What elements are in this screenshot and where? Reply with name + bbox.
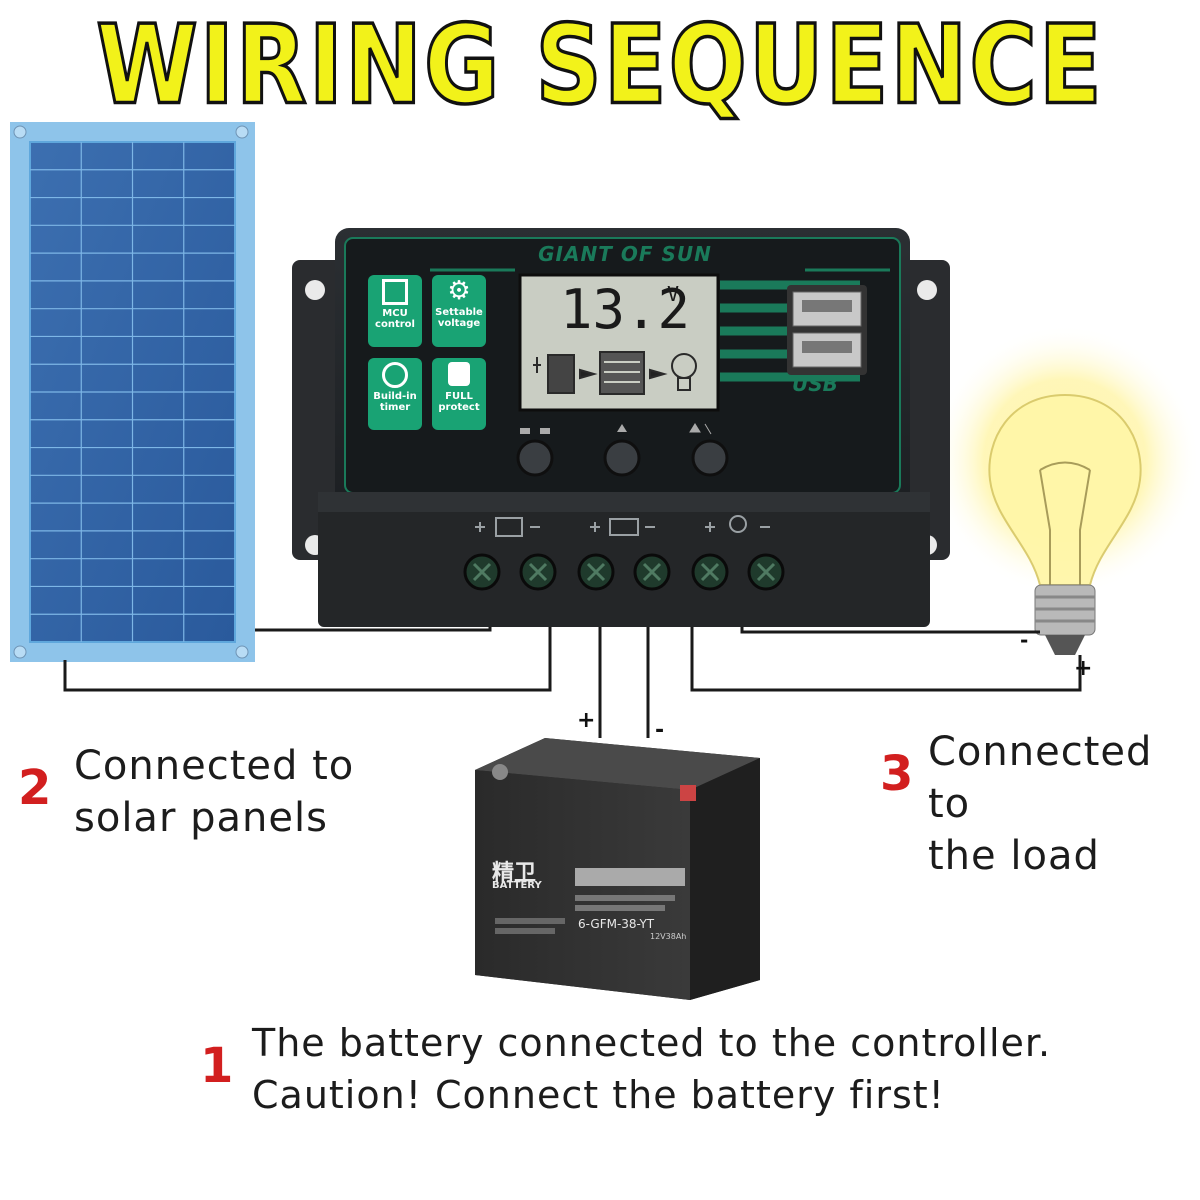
lcd-unit: V bbox=[667, 282, 680, 306]
step-1-number: 1 bbox=[200, 1038, 234, 1094]
screw-slot bbox=[586, 562, 606, 582]
battery-brand-cn: 精卫 bbox=[492, 861, 537, 886]
badge-label: FULL bbox=[445, 391, 473, 402]
badge-label: MCU bbox=[382, 308, 408, 319]
load-minus-marker: - bbox=[1020, 628, 1029, 652]
battery-spec: 12V38Ah bbox=[650, 932, 687, 941]
step-3-line-2: the load bbox=[928, 833, 1100, 879]
badge-full-protect: FULL protect bbox=[432, 358, 486, 430]
battery-model: 6-GFM-38-YT bbox=[578, 917, 655, 931]
battery bbox=[475, 738, 760, 1000]
clock-icon bbox=[382, 362, 408, 388]
lock-icon bbox=[448, 362, 470, 386]
terminal-symbols bbox=[475, 515, 770, 537]
step-3-number: 3 bbox=[880, 746, 914, 802]
screw-slot bbox=[756, 562, 776, 582]
step-1-line-1: The battery connected to the controller. bbox=[252, 1021, 1052, 1065]
screw-slot bbox=[642, 562, 662, 582]
step-2-line-2: solar panels bbox=[74, 795, 328, 841]
step-2-line-1: Connected to bbox=[74, 743, 355, 789]
lcd-voltage: 13.2 bbox=[560, 278, 691, 341]
load-plus-marker: + bbox=[1074, 656, 1093, 681]
screw-slot bbox=[472, 562, 492, 582]
screw-slot bbox=[700, 562, 720, 582]
step-3-caption: Connected to the load bbox=[928, 726, 1200, 882]
chip-icon bbox=[382, 279, 408, 305]
page-title: WIRING SEQUENCE bbox=[95, 1, 1104, 131]
step-2-number: 2 bbox=[18, 760, 52, 816]
solar-panel bbox=[10, 122, 255, 662]
badge-label: timer bbox=[379, 402, 411, 413]
badge-label: protect bbox=[438, 402, 480, 413]
badge-settable-voltage: ⚙ Settable voltage bbox=[432, 275, 486, 347]
badge-build-in-timer: Build-in timer bbox=[368, 358, 422, 430]
step-1-caption: The battery connected to the controller.… bbox=[252, 1017, 1051, 1121]
light-bulb-icon bbox=[988, 393, 1142, 655]
battery-minus-marker: - bbox=[655, 718, 665, 743]
badge-label: Build-in bbox=[373, 391, 417, 402]
battery-brand-en: BATTERY bbox=[492, 880, 542, 891]
battery-plus-marker: + bbox=[577, 708, 596, 733]
step-2-caption: Connected to solar panels bbox=[74, 740, 354, 844]
badge-label: voltage bbox=[437, 318, 481, 329]
mode-button[interactable] bbox=[516, 439, 554, 477]
usb-label: USB bbox=[792, 372, 838, 396]
down-button[interactable] bbox=[691, 439, 729, 477]
step-1-line-2: Caution! Connect the battery first! bbox=[252, 1073, 945, 1117]
controller-brand: GIANT OF SUN bbox=[538, 242, 712, 266]
badge-label: control bbox=[375, 319, 415, 330]
gear-icon: ⚙ bbox=[447, 276, 471, 306]
badge-mcu-control: MCU control bbox=[368, 275, 422, 347]
screw-slot bbox=[528, 562, 548, 582]
badge-label: Settable bbox=[435, 307, 483, 318]
step-3-line-1: Connected to bbox=[928, 729, 1153, 827]
up-button[interactable] bbox=[603, 439, 641, 477]
